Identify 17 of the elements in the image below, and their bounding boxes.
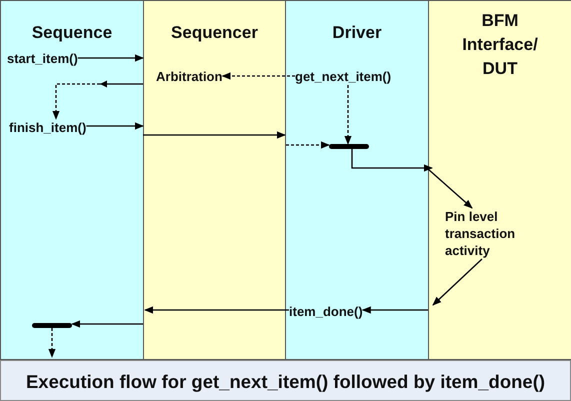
swimlane: [285, 0, 429, 360]
call-label: item_done(): [289, 303, 363, 320]
lane-title: BFM Interface/ DUT: [461, 10, 539, 80]
call-label: finish_item(): [9, 119, 86, 136]
lane-title: Sequencer: [170, 22, 259, 44]
call-label: get_next_item(): [295, 68, 392, 85]
call-label: Arbitration: [156, 68, 222, 85]
swimlane: [428, 0, 571, 360]
lane-title: Driver: [331, 22, 383, 44]
activation-bar: [32, 323, 72, 328]
swimlane: [0, 0, 144, 360]
annotation-text: Pin level transaction activity: [445, 208, 537, 259]
swimlane: [143, 0, 286, 360]
lane-title: Sequence: [30, 22, 114, 44]
activation-bar: [329, 144, 369, 149]
caption: Execution flow for get_next_item() followed by item_done(): [24, 371, 546, 393]
call-label: start_item(): [7, 50, 78, 67]
